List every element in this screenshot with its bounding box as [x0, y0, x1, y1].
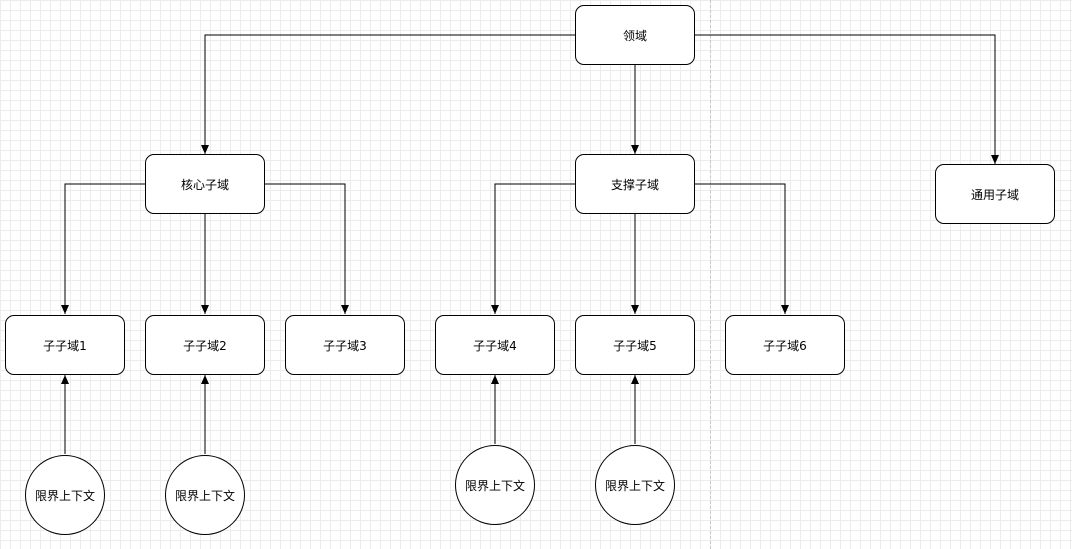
node-label: 通用子域: [970, 187, 1019, 202]
node-bounded-context-2[interactable]: 限界上下文: [165, 455, 245, 535]
node-label: 限界上下文: [174, 488, 235, 503]
node-subsub6[interactable]: 子子域6: [725, 315, 845, 375]
edge-core-subsub1: [61, 183, 145, 314]
page-break-line: [710, 0, 711, 549]
node-subsub5[interactable]: 子子域5: [575, 315, 695, 375]
node-label: 子子域3: [323, 338, 367, 353]
node-label: 限界上下文: [464, 478, 525, 493]
node-label: 领域: [622, 28, 647, 43]
node-domain[interactable]: 领域: [575, 5, 695, 65]
node-bounded-context-3[interactable]: 限界上下文: [455, 445, 535, 525]
node-generic-subdomain[interactable]: 通用子域: [935, 164, 1055, 224]
node-subsub2[interactable]: 子子域2: [145, 315, 265, 375]
edge-domain-core: [201, 34, 575, 154]
node-label: 支撑子域: [610, 177, 659, 192]
edge-supporting-subsub4: [491, 183, 575, 314]
node-label: 子子域2: [183, 338, 227, 353]
node-core-subdomain[interactable]: 核心子域: [145, 154, 265, 214]
node-label: 子子域6: [763, 338, 807, 353]
node-bounded-context-4[interactable]: 限界上下文: [595, 445, 675, 525]
node-subsub3[interactable]: 子子域3: [285, 315, 405, 375]
node-label: 核心子域: [180, 177, 229, 192]
node-label: 子子域5: [613, 338, 657, 353]
node-subsub4[interactable]: 子子域4: [435, 315, 555, 375]
node-label: 子子域1: [43, 338, 87, 353]
edge-domain-generic: [695, 34, 999, 164]
edge-core-subsub3: [265, 183, 349, 314]
node-label: 限界上下文: [604, 478, 665, 493]
node-supporting-subdomain[interactable]: 支撑子域: [575, 154, 695, 214]
edge-supporting-subsub6: [695, 183, 789, 314]
node-label: 限界上下文: [34, 488, 95, 503]
node-label: 子子域4: [473, 338, 517, 353]
node-bounded-context-1[interactable]: 限界上下文: [25, 455, 105, 535]
node-subsub1[interactable]: 子子域1: [5, 315, 125, 375]
